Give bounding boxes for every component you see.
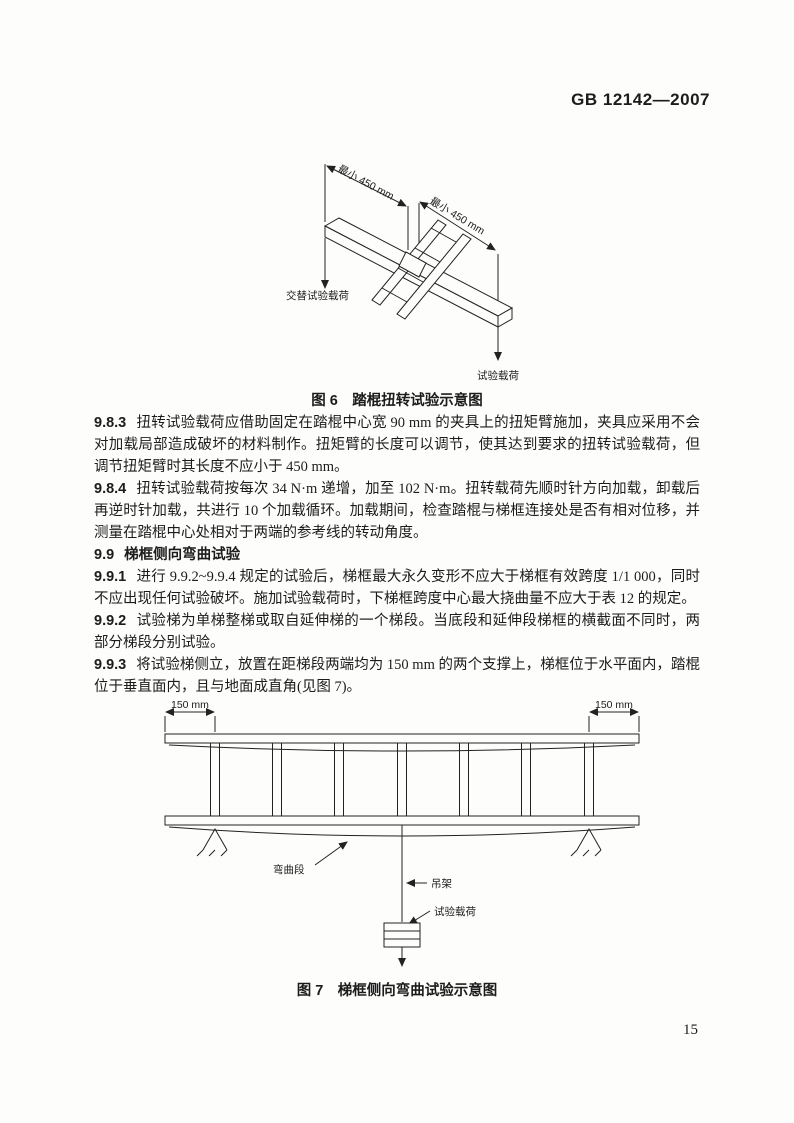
heading-text: 梯框侧向弯曲试验 [124, 547, 241, 563]
bottom-rail [164, 815, 640, 826]
clause-text: 扭转试验载荷应借助固定在踏棍中心宽 90 mm 的夹具上的扭矩臂施加，夹具应采用… [94, 415, 700, 475]
dimension-line-right [419, 201, 496, 251]
doc-number: GB 12142—2007 [571, 90, 710, 109]
clause-number: 9.9.2 [94, 613, 127, 629]
deflection-curve-bottom [168, 826, 636, 837]
page-number: 15 [683, 1022, 698, 1038]
dimension-label-left: 150 mm [171, 699, 209, 711]
clause-text: 扭转试验载荷按每次 34 N·m 递增，加至 102 N·m。扭转载荷先顺时针方… [94, 481, 700, 541]
figure7-container: 150 mm 150 mm 弯曲段 吊架 试验载荷 [155, 698, 794, 978]
bend-section-label: 弯曲段 [273, 863, 305, 876]
rungs [210, 742, 594, 817]
figure6-linework [321, 164, 514, 361]
figure6-torsion-test-diagram: 最小 450 mm 最小 450 mm 交替试验载荷 试验载荷 [286, 163, 519, 382]
clause-text: 试验梯为单梯整梯或取自延伸梯的一个梯段。当底段和延伸段梯框的横截面不同时，两部分… [94, 613, 700, 651]
figure7-linework [164, 708, 640, 967]
dimension-line-left [326, 165, 407, 207]
hanger-label: 吊架 [431, 878, 452, 890]
top-rail [164, 733, 640, 744]
figure6-container: 最小 450 mm 最小 450 mm 交替试验载荷 试验载荷 [280, 148, 794, 388]
figure7-labels: 150 mm 150 mm 弯曲段 吊架 试验载荷 [171, 699, 633, 918]
support-right [570, 827, 602, 857]
test-load-leader [408, 910, 431, 925]
clause-number: 9.9 [94, 547, 115, 563]
dimension-label-right: 150 mm [595, 699, 633, 711]
clamp [398, 251, 427, 278]
caption-figure6: 图 6 踏棍扭转试验示意图 [311, 393, 483, 409]
section-heading-9-9: 9.9 梯框侧向弯曲试验 [94, 544, 700, 566]
test-load-label: 试验载荷 [434, 905, 476, 918]
figure7-bending-test-diagram: 150 mm 150 mm 弯曲段 吊架 试验载荷 [164, 699, 640, 967]
test-weight [383, 922, 421, 948]
test-load-label: 试验载荷 [477, 369, 519, 382]
alternating-load-label: 交替试验载荷 [286, 289, 349, 302]
clause-number: 9.9.1 [94, 569, 127, 585]
caption-figure7: 图 7 梯框侧向弯曲试验示意图 [296, 983, 498, 999]
clause-text: 进行 9.9.2~9.9.4 规定的试验后，梯框最大永久变形不应大于梯框有效跨度… [94, 569, 700, 607]
support-left [196, 827, 228, 857]
deflection-curve-top [168, 744, 636, 752]
clause-number: 9.8.3 [94, 415, 127, 431]
dimension-label-left: 最小 450 mm [336, 163, 396, 203]
clause-text: 将试验梯侧立，放置在距梯段两端均为 150 mm 的两个支撑上，梯框位于水平面内… [94, 657, 700, 695]
bend-section-leader [314, 841, 348, 866]
clause-number: 9.8.4 [94, 481, 127, 497]
clause-number: 9.9.3 [94, 657, 127, 673]
